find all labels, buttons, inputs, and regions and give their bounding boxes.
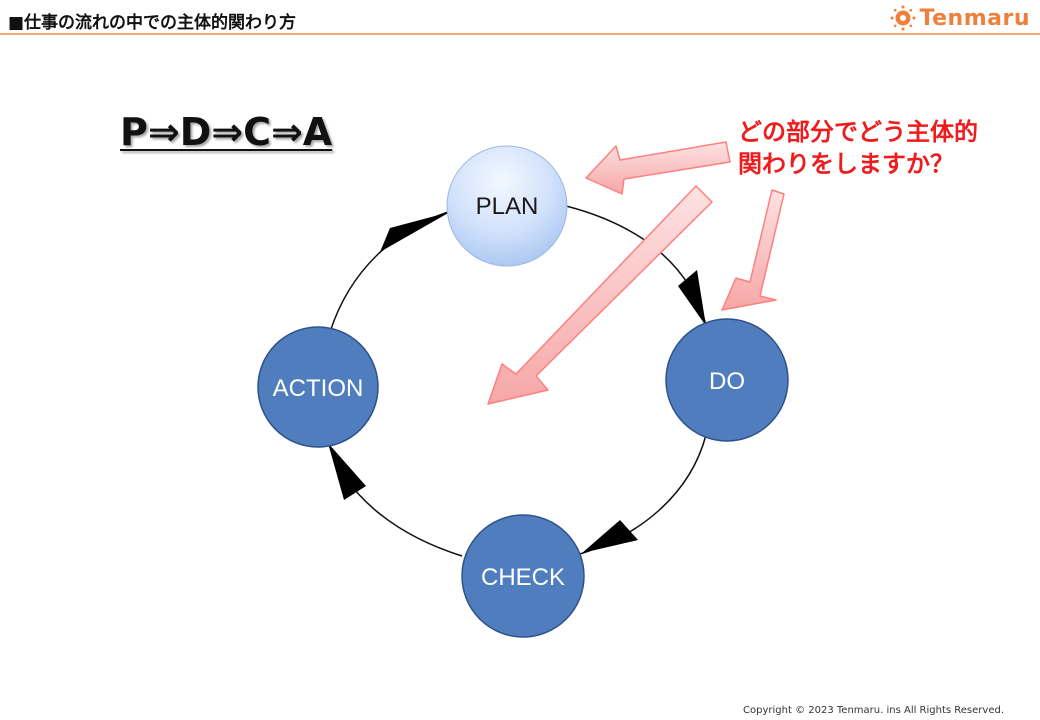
- copyright-text: Copyright © 2023 Tenmaru. ins All Rights…: [743, 705, 1004, 716]
- arc-action-to-plan: [329, 211, 449, 333]
- tenmaru-logo: Tenmaru: [890, 4, 1030, 32]
- arc-check-to-action: [327, 441, 463, 557]
- header-divider: [0, 33, 1040, 35]
- page-title: ■仕事の流れの中での主体的関わり方: [8, 13, 297, 33]
- arrowhead-to-check: [582, 520, 638, 553]
- question-line-2: 関わりをしますか？: [738, 150, 954, 178]
- node-plan: PLAN: [446, 145, 568, 267]
- question-line-1: どの部分でどう主体的: [738, 118, 978, 146]
- logo-text: Tenmaru: [919, 5, 1030, 31]
- node-check-label: CHECK: [481, 564, 565, 591]
- arc-do-to-check: [579, 434, 707, 555]
- pointer-arrow-to-plan: [585, 141, 731, 195]
- pointer-arrow-to-do: [721, 189, 785, 311]
- pointer-arrow-to-center: [487, 185, 713, 405]
- node-do-label: DO: [709, 368, 745, 395]
- question-callout: どの部分でどう主体的 関わりをしますか？: [738, 116, 978, 180]
- node-plan-label: PLAN: [476, 193, 539, 220]
- node-action-label: ACTION: [273, 375, 364, 402]
- arrowhead-to-action: [328, 443, 366, 500]
- node-do: DO: [665, 318, 789, 442]
- node-action: ACTION: [257, 326, 379, 448]
- arrowhead-to-plan: [380, 212, 450, 252]
- sun-icon: [890, 5, 916, 31]
- arrowhead-to-do: [678, 270, 706, 326]
- node-check: CHECK: [461, 514, 585, 638]
- pdca-heading: P⇒D⇒C⇒A: [120, 110, 333, 154]
